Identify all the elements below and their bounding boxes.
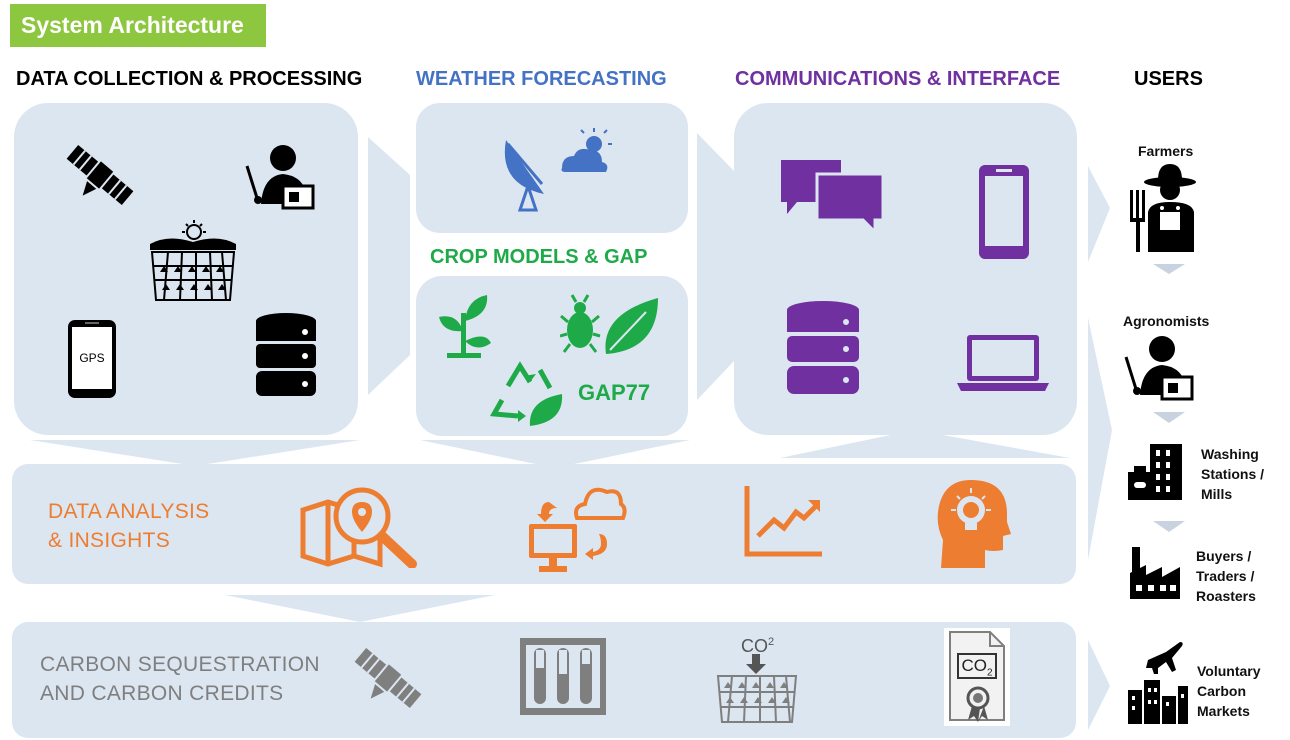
recycle-leaf-icon <box>490 356 565 428</box>
carbon-line-1: CARBON SEQUESTRATION <box>40 653 320 676</box>
certificate-subscript: 2 <box>986 667 993 679</box>
user-label-markets: Voluntary Carbon Markets <box>1197 661 1261 721</box>
arrow-collection-down <box>30 440 360 466</box>
user-label-farmers: Farmers <box>1138 143 1194 159</box>
buyers-line-1: Buyers / <box>1196 548 1252 564</box>
head-bulb-icon <box>935 478 1011 570</box>
gap77-label: GAP77 <box>578 380 651 405</box>
agronomist-icon <box>1122 333 1196 403</box>
buyers-line-2: Traders / <box>1196 568 1255 584</box>
panel-weather <box>416 103 688 233</box>
satellite-icon <box>60 138 140 213</box>
washing-line-3: Mills <box>1201 486 1233 502</box>
arrow-comm-to-users <box>1088 166 1110 262</box>
test-tubes-icon <box>520 636 606 716</box>
factory-icon <box>1128 545 1182 601</box>
user-chevron-2 <box>1153 412 1185 423</box>
analysis-line-2: & INSIGHTS <box>48 529 171 552</box>
co2-superscript: 2 <box>768 636 775 648</box>
arrow-crop-down <box>420 440 690 468</box>
smartphone-icon <box>978 164 1030 260</box>
co2-label: CO <box>741 636 768 656</box>
page-title: System Architecture <box>21 12 244 38</box>
markets-line-1: Voluntary <box>1197 663 1261 679</box>
carbon-line-2: AND CARBON CREDITS <box>40 682 284 705</box>
teacher-icon <box>243 142 318 212</box>
header-data-collection: DATA COLLECTION & PROCESSING <box>16 68 363 90</box>
trend-chart-icon <box>744 486 824 558</box>
co2-text: CO2 <box>741 636 774 657</box>
analysis-label: DATA ANALYSIS & INSIGHTS <box>48 497 209 555</box>
satellite-dish-sun-icon <box>498 124 618 214</box>
gps-label: GPS <box>79 351 105 365</box>
arrow-analysis-down <box>225 595 495 622</box>
user-label-buyers: Buyers / Traders / Roasters <box>1196 546 1256 606</box>
user-chevron-1 <box>1153 264 1185 274</box>
arrow-comm-down <box>780 430 1070 458</box>
city-plane-icon <box>1126 640 1190 726</box>
arrow-carbon-to-users <box>1088 640 1110 730</box>
user-label-washing: Washing Stations / Mills <box>1201 444 1264 504</box>
user-label-agronomists: Agronomists <box>1123 313 1210 329</box>
laptop-icon <box>955 333 1051 393</box>
user-chevron-3 <box>1153 521 1185 532</box>
phone-gps-icon: GPS <box>67 319 117 399</box>
arrow-weather-to-comm <box>697 133 735 400</box>
crop-models-title: CROP MODELS & GAP <box>430 246 648 268</box>
page-title-badge: System Architecture <box>10 4 266 47</box>
arrow-collection-to-weather <box>368 137 410 395</box>
chat-icon <box>779 158 885 234</box>
buyers-line-3: Roasters <box>1196 588 1256 604</box>
certificate-icon: CO2 <box>944 628 1010 726</box>
plant-icon <box>437 291 492 361</box>
cloud-computer-icon <box>527 478 627 574</box>
markets-line-2: Carbon <box>1197 683 1246 699</box>
washing-line-1: Washing <box>1201 446 1259 462</box>
bug-leaf-icon <box>560 294 660 356</box>
arrow-analysis-to-users <box>1088 318 1112 560</box>
certificate-co: CO <box>961 656 987 675</box>
header-weather: WEATHER FORECASTING <box>416 68 667 90</box>
database-icon <box>786 300 860 396</box>
field-sun-icon <box>148 218 238 303</box>
markets-line-3: Markets <box>1197 703 1250 719</box>
mill-icon <box>1126 442 1188 502</box>
carbon-label: CARBON SEQUESTRATION AND CARBON CREDITS <box>40 650 320 708</box>
database-icon <box>255 312 317 398</box>
header-users: USERS <box>1134 68 1203 90</box>
analysis-line-1: DATA ANALYSIS <box>48 500 210 523</box>
washing-line-2: Stations / <box>1201 466 1265 482</box>
satellite-icon <box>348 640 428 716</box>
map-search-icon <box>300 480 418 568</box>
co2-field-icon <box>714 654 800 724</box>
certificate-label: CO2 <box>958 656 996 678</box>
header-communications: COMMUNICATIONS & INTERFACE <box>735 68 1061 90</box>
farmer-icon <box>1126 162 1208 254</box>
